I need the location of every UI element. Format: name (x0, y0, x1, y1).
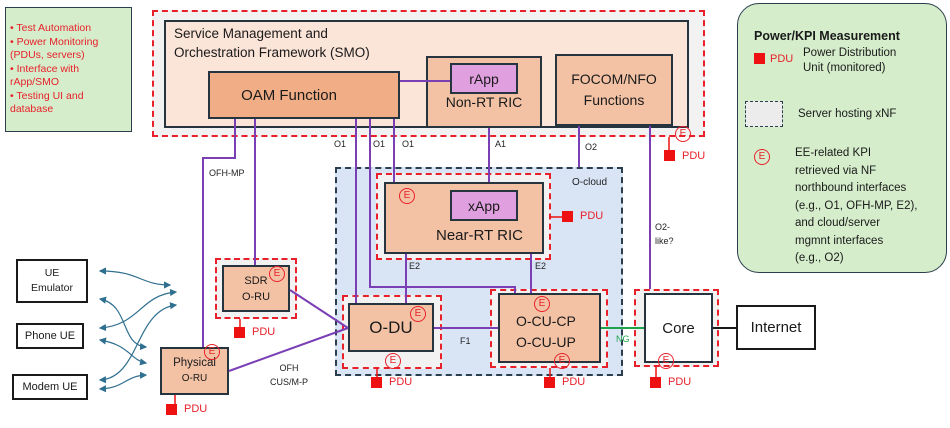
e-kpi-icon: E (675, 126, 691, 142)
note-item: • Test Automation (10, 22, 92, 34)
label-ng: NG (616, 334, 630, 344)
pdu-icon (562, 211, 573, 222)
pdu-icon (234, 327, 245, 338)
label-o1: O1 (334, 139, 347, 149)
oam-function[interactable]: OAM Function (208, 71, 400, 119)
o-cu[interactable]: O-CU-CP O-CU-UP (498, 293, 601, 363)
server-swatch-icon (745, 101, 783, 127)
legend-e-desc: EE-related KPI retrieved via NF northbou… (795, 147, 918, 264)
note-item: • Testing UI and database (10, 89, 84, 116)
e-kpi-icon: E (410, 306, 426, 322)
pdu-label: PDU (562, 376, 586, 388)
label-o2: O2 (585, 142, 598, 152)
label-o1: O1 (402, 139, 415, 149)
pdu-label: PDU (668, 376, 692, 388)
legend-pdu-desc: Power Distribution Unit (monitored) (803, 47, 897, 74)
label-ofh-cus-mp: OFH CUS/M-P (270, 363, 308, 387)
label-f1: F1 (460, 336, 471, 346)
modem-ue[interactable]: Modem UE (12, 374, 88, 400)
notes-box: • Test Automation • Power Monitoring (PD… (5, 7, 132, 132)
e-kpi-icon: E (385, 353, 401, 369)
e-kpi-icon: E (658, 353, 674, 369)
label-ofh-mp: OFH-MP (209, 168, 245, 178)
label-e2: E2 (535, 261, 547, 271)
xapp[interactable]: xApp (450, 190, 518, 221)
sdr-odu-fronthaul (289, 289, 349, 329)
note-item: • Interface with rApp/SMO (10, 62, 80, 89)
legend-box: Power/KPI Measurement PDU Power Distribu… (737, 3, 947, 273)
physical-odu-fronthaul (228, 327, 349, 372)
pdu-icon (650, 377, 661, 388)
core[interactable]: Core (644, 293, 713, 363)
rapp[interactable]: rApp (450, 63, 518, 94)
legend-title: Power/KPI Measurement (754, 29, 900, 43)
smo-title: Service Management and Orchestration Fra… (174, 26, 370, 60)
near-rt-ric-label: Near-RT RIC (436, 227, 523, 244)
phone-ue[interactable]: Phone UE (16, 323, 84, 349)
wireless-links (98, 267, 178, 393)
ue-emulator[interactable]: UE Emulator (16, 259, 88, 303)
label-a1: A1 (495, 139, 507, 149)
pdu-icon (664, 150, 675, 161)
pdu-label: PDU (770, 53, 794, 65)
label-e2: E2 (409, 261, 421, 271)
o-cloud-label: O-cloud (572, 177, 608, 188)
pdu-label: PDU (580, 210, 604, 222)
e-kpi-icon: E (269, 266, 285, 282)
pdu-icon (754, 53, 765, 64)
e-kpi-icon: E (399, 188, 415, 204)
pdu-label: PDU (389, 376, 413, 388)
internet[interactable]: Internet (736, 305, 816, 350)
legend-server-desc: Server hosting xNF (798, 108, 897, 120)
e-kpi-icon: E (754, 149, 770, 165)
ofh-mp-link (202, 119, 236, 347)
pdu-label: PDU (184, 403, 208, 415)
pdu-label: PDU (252, 326, 276, 338)
pdu-icon (544, 377, 555, 388)
pdu-icon (371, 377, 382, 388)
note-item: • Power Monitoring (PDUs, servers) (10, 35, 99, 62)
e-kpi-icon: E (534, 296, 550, 312)
e-kpi-icon: E (554, 353, 570, 369)
pdu-icon (166, 404, 177, 415)
non-rt-ric-label: Non-RT RIC (445, 94, 523, 110)
pdu-label: PDU (682, 150, 706, 162)
label-o2-like: O2- like? (655, 222, 674, 246)
e-kpi-icon: E (204, 344, 220, 360)
o1-ocu-link (369, 119, 516, 293)
label-o1: O1 (373, 139, 386, 149)
focom-nfo-functions[interactable]: FOCOM/NFO Functions (555, 54, 673, 126)
